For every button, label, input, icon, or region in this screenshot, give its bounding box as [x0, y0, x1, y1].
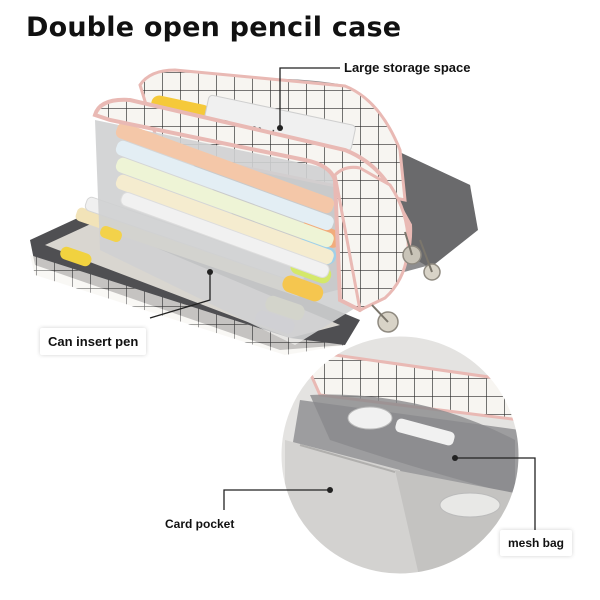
callout-storage: Large storage space [344, 60, 471, 75]
detail-circle [278, 333, 522, 577]
middle-markers [100, 122, 342, 302]
callout-dots [207, 125, 458, 493]
callout-mesh-bag: mesh bag [500, 530, 573, 556]
page-title: Double open pencil case [26, 12, 402, 43]
callout-insert-pen: Can insert pen [40, 328, 147, 355]
flap-end [333, 165, 410, 313]
callout-lines [149, 67, 536, 530]
bottom-edge [30, 255, 345, 355]
zipper-pulls [371, 231, 441, 333]
front-plaid-flap [92, 97, 413, 313]
callout-card-pocket: Card pocket [165, 517, 235, 531]
right-lid [395, 150, 478, 268]
